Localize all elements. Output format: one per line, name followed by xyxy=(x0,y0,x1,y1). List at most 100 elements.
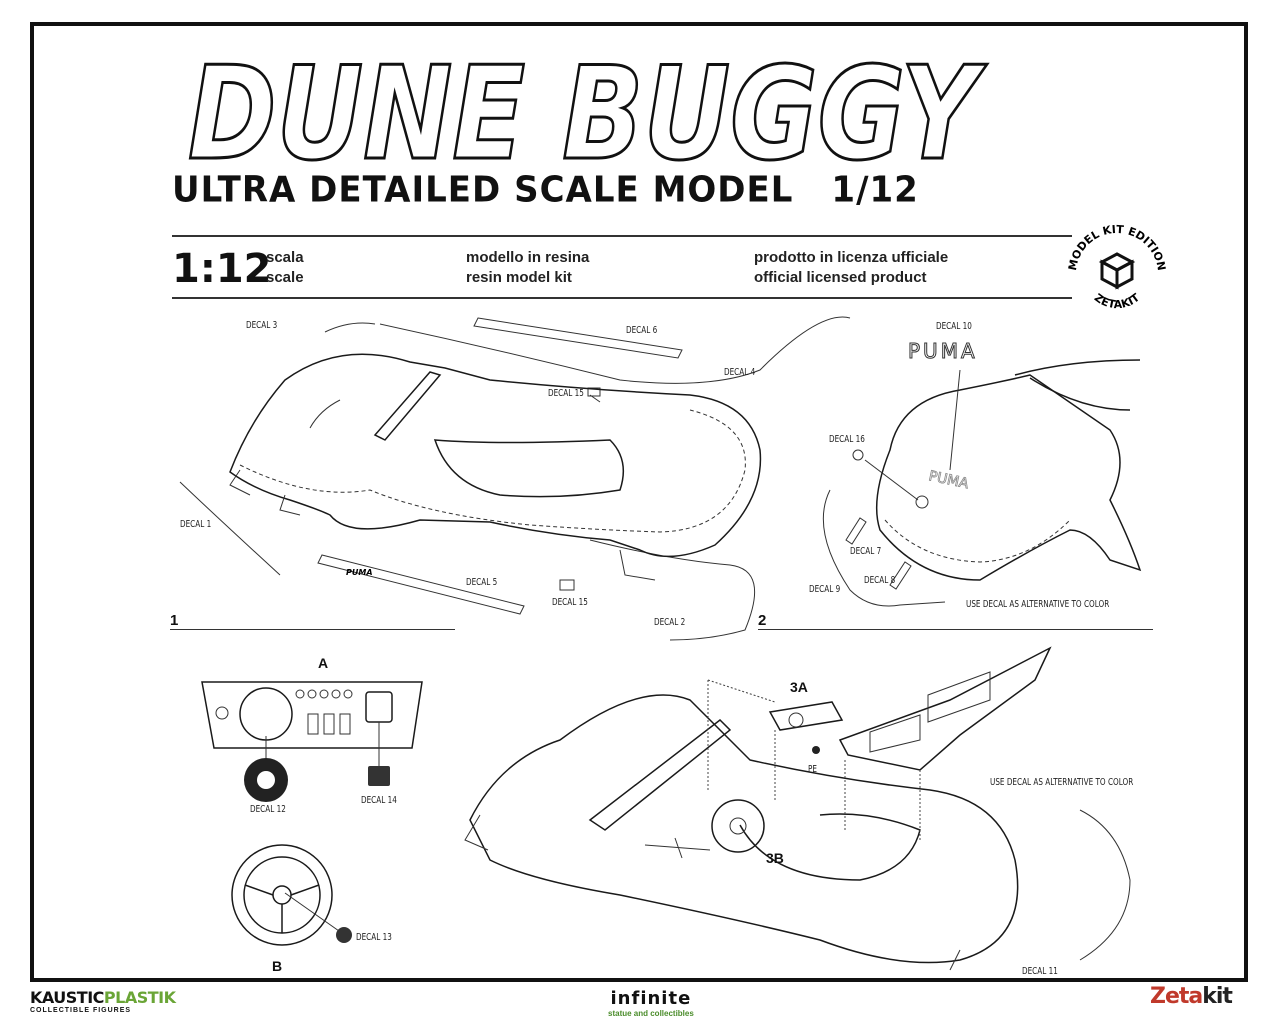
horn-decal xyxy=(336,927,352,943)
decal-8-label: DECAL 8 xyxy=(864,575,896,586)
decal11-strip xyxy=(1079,809,1131,961)
part-b-letter: B xyxy=(272,958,283,974)
step3-body-diagram xyxy=(464,646,1131,971)
switch-bank xyxy=(307,713,351,735)
license-it: prodotto in licenza ufficiale xyxy=(754,249,949,266)
infinite-word: infinite xyxy=(610,988,692,1009)
puma-large-text: PUMA xyxy=(908,339,978,363)
decal-2-label: DECAL 2 xyxy=(654,617,686,628)
clock-socket xyxy=(365,691,393,723)
scale-it: scala xyxy=(266,249,304,266)
step-1-rule xyxy=(170,629,455,630)
plastik-word: PLASTIK xyxy=(103,988,176,1007)
cockpit-3 xyxy=(739,813,921,881)
part-3a-label: 3A xyxy=(790,679,808,695)
subtitle: ULTRA DETAILED SCALE MODEL 1/12 xyxy=(172,169,919,211)
scale-en: scale xyxy=(266,269,304,286)
decal4-strip xyxy=(379,316,851,384)
decal1-strip xyxy=(179,481,281,576)
windshield-3 xyxy=(588,719,732,831)
dashboard-panel xyxy=(201,681,423,802)
console-vent-1 xyxy=(927,671,991,723)
title-outline: DUNE BUGGY xyxy=(187,39,989,191)
scale-labels: scala scale xyxy=(266,248,304,288)
alt-color-note-2: USE DECAL AS ALTERNATIVE TO COLOR xyxy=(990,777,1134,788)
kit-en: resin model kit xyxy=(466,269,572,286)
pe-label: PE xyxy=(808,764,817,775)
console-vent-2 xyxy=(869,714,921,753)
page-frame xyxy=(30,22,1248,982)
zeta-word: Zeta xyxy=(1150,984,1203,1009)
wheel-3b-hub xyxy=(729,817,747,835)
step-1-number: 1 xyxy=(170,612,179,629)
wheel-3b xyxy=(711,799,765,853)
badge-top-text: MODEL KIT EDITION xyxy=(1066,223,1168,272)
body-seam xyxy=(239,409,746,533)
subtitle-text: ULTRA DETAILED SCALE MODEL xyxy=(172,169,794,211)
wheel-spokes xyxy=(244,884,320,933)
steering-wheel xyxy=(231,844,352,946)
scale-ratio: 1:12 xyxy=(172,246,272,292)
decal7-strip xyxy=(845,517,867,545)
cockpit xyxy=(433,439,625,498)
decal16-icon xyxy=(852,449,864,461)
badge-bottom-text: ZETAKIT xyxy=(1092,291,1143,311)
decal-15-label-top: DECAL 15 xyxy=(548,388,584,399)
decal-1-label: DECAL 1 xyxy=(180,519,212,530)
decal16-disc xyxy=(915,495,929,509)
spec-rule-bottom xyxy=(172,297,1072,299)
step-2-number: 2 xyxy=(758,612,767,629)
decal6-strip xyxy=(473,317,683,359)
decal-15-label-bottom: DECAL 15 xyxy=(552,597,588,608)
box-icon xyxy=(1098,252,1136,290)
decal15-leader xyxy=(589,394,601,403)
dash-knob xyxy=(215,706,229,720)
step-2-rule xyxy=(758,629,1153,630)
dash-3a-gauge xyxy=(788,712,804,728)
indicator-lights xyxy=(295,689,353,699)
decal9-strip xyxy=(822,489,946,607)
decal16-leader xyxy=(864,459,919,501)
dash-3a xyxy=(768,701,844,731)
part-3b-label: 3B xyxy=(766,850,784,866)
kaustic-sub: COLLECTIBLE FIGURES xyxy=(30,1007,132,1014)
kaustic-word: KAUSTIC xyxy=(30,988,104,1007)
speedo-center xyxy=(257,771,275,789)
dash-3a-knob xyxy=(812,746,820,754)
decal-11-label: DECAL 11 xyxy=(1022,966,1058,977)
zetakit-badge: MODEL KIT EDITION ZETAKIT xyxy=(1066,223,1168,311)
decal15-top xyxy=(587,387,601,397)
assembly-guides xyxy=(707,679,921,840)
decal-12-label: DECAL 12 xyxy=(250,804,286,815)
console-part xyxy=(838,646,1052,771)
body-details xyxy=(229,399,656,581)
puma-hood-text: PUMA xyxy=(927,468,970,492)
decal-5-label: DECAL 5 xyxy=(466,577,498,588)
step1-body-diagram: PUMA xyxy=(179,316,851,641)
zetakit-logo: Zetakit xyxy=(1150,984,1233,1009)
decal-14-label: DECAL 14 xyxy=(361,795,397,806)
decal-3-label: DECAL 3 xyxy=(246,320,278,331)
puma-strip-text: PUMA xyxy=(346,568,373,577)
alt-color-note-1: USE DECAL AS ALTERNATIVE TO COLOR xyxy=(966,599,1110,610)
decal15-bottom xyxy=(559,579,575,591)
decal13-leader xyxy=(284,892,340,932)
column-3b xyxy=(644,837,711,859)
decal-7-label: DECAL 7 xyxy=(850,546,882,557)
kit-it: modello in resina xyxy=(466,249,590,266)
decal5-strip xyxy=(317,554,525,615)
decal3-strip xyxy=(324,322,376,333)
body-3-details xyxy=(464,814,961,971)
license-labels: prodotto in licenza ufficiale official l… xyxy=(754,248,948,288)
windshield-frame xyxy=(373,371,442,441)
clock-decal xyxy=(368,766,390,786)
decal10-leader xyxy=(949,369,961,471)
infinite-logo: infinite statue and collectibles xyxy=(608,988,694,1018)
buggy-body xyxy=(229,353,762,558)
license-en: official licensed product xyxy=(754,269,927,286)
step2-hood-diagram: PUMA PUMA xyxy=(822,339,1142,607)
decal-6-label: DECAL 6 xyxy=(626,325,658,336)
dash-outline xyxy=(201,681,423,749)
kaustic-logo: KAUSTICPLASTIK COLLECTIBLE FIGURES xyxy=(30,988,176,1014)
subtitle-scale: 1/12 xyxy=(831,169,919,211)
